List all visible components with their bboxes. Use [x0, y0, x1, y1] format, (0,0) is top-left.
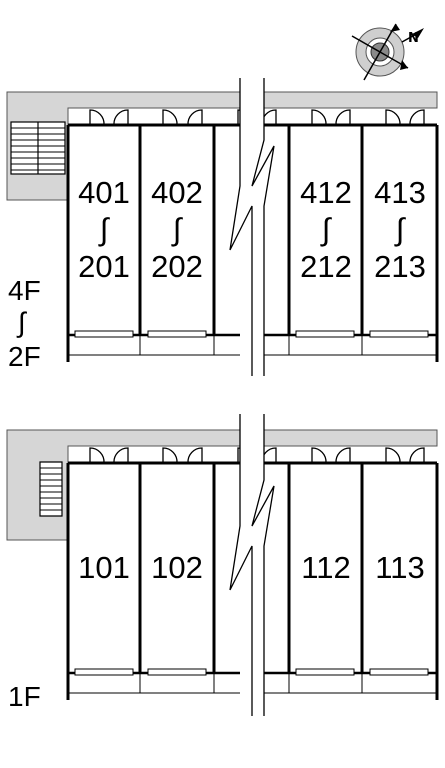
svg-text:213: 213 [374, 249, 426, 284]
floor-label-1f: 1F [8, 681, 41, 712]
svg-text:412: 412 [300, 175, 352, 210]
svg-text:202: 202 [151, 249, 203, 284]
svg-text:401: 401 [78, 175, 130, 210]
upper-break-mark [228, 78, 276, 376]
svg-text:∫: ∫ [394, 212, 407, 247]
unit-413-213: 413 ∫ 213 [374, 175, 426, 284]
svg-text:212: 212 [300, 249, 352, 284]
lower-floor-block: 101 102 112 113 1F [6, 414, 439, 716]
compass-rose-icon [351, 23, 424, 81]
unit-412-212: 412 ∫ 212 [300, 175, 352, 284]
svg-text:413: 413 [374, 175, 426, 210]
compass-north-label: N [408, 31, 419, 46]
lower-block-shade-right [263, 429, 438, 447]
svg-text:402: 402 [151, 175, 203, 210]
upper-floor-block: 401 ∫ 201 402 ∫ 202 412 ∫ 212 413 ∫ 213 … [6, 78, 439, 376]
svg-text:∫: ∫ [320, 212, 333, 247]
unit-401-201: 401 ∫ 201 [78, 175, 130, 284]
lower-break-mark [228, 414, 276, 716]
floor-label-4f: 4F [8, 275, 41, 306]
staircase-icon [39, 461, 63, 517]
unit-101: 101 [78, 550, 130, 585]
svg-text:201: 201 [78, 249, 130, 284]
svg-text:∫: ∫ [171, 212, 184, 247]
unit-112: 112 [301, 550, 350, 585]
unit-402-202: 402 ∫ 202 [151, 175, 203, 284]
svg-text:∫: ∫ [98, 212, 111, 247]
unit-102: 102 [151, 550, 203, 585]
staircase-icon [10, 121, 66, 175]
floor-label-2f: 2F [8, 341, 41, 372]
unit-113: 113 [375, 550, 424, 585]
upper-block-shade-right [263, 91, 438, 109]
floor-label-tilde: ∫ [16, 307, 28, 338]
